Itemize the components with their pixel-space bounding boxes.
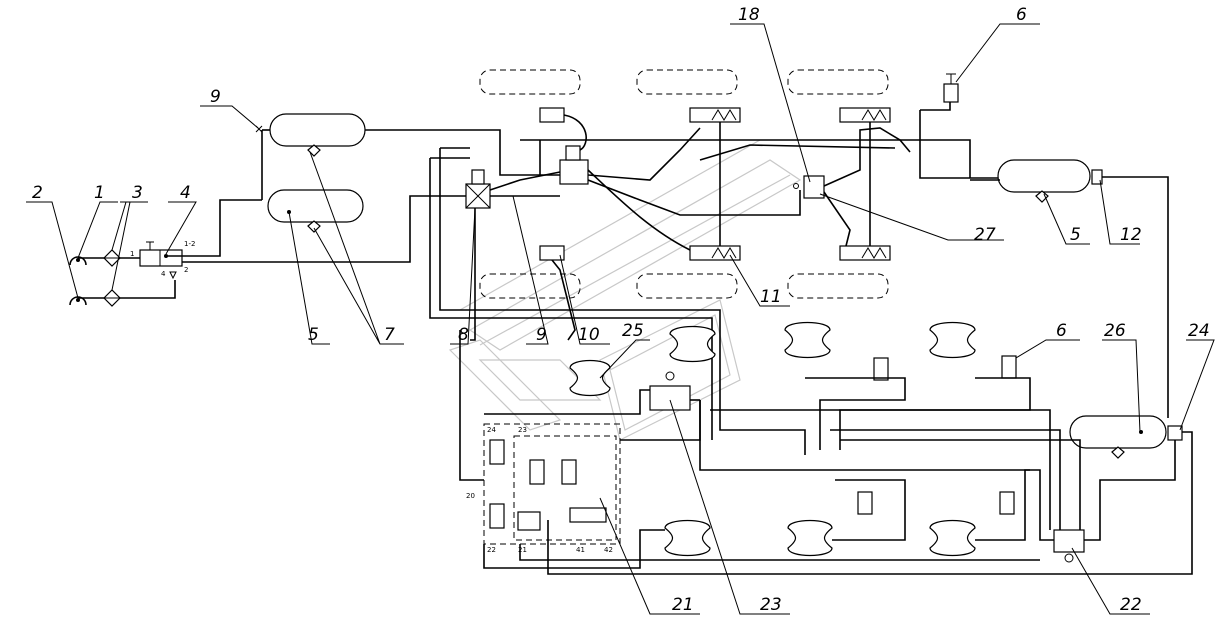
callout-9a: 9 [210,87,221,107]
callout-10: 10 [578,325,600,345]
level-valves [857,355,1017,515]
port-label: 21 [518,546,527,554]
port-label: 1-2 [184,240,195,248]
callout-7: 7 [384,325,395,345]
receiver-26 [1069,415,1167,459]
callout-12: 12 [1120,225,1142,245]
callout-11: 11 [760,287,782,307]
callout-6b: 6 [1056,321,1067,341]
callout-23: 23 [760,595,782,615]
callout-8: 8 [458,325,469,345]
callout-6a: 6 [1016,5,1027,25]
leader-lines [26,23,1215,615]
valve-6-top [943,73,959,103]
valve-24 [1167,425,1183,441]
brake-valve-8 [465,169,491,209]
port-label: 4 [161,270,166,278]
air-bellows [569,321,976,557]
port-label: 2 [184,266,188,274]
callout-24: 24 [1188,321,1210,341]
callout-4: 4 [180,183,191,203]
callout-26: 26 [1104,321,1126,341]
brake-chambers [539,107,891,261]
port-label: 1 [130,250,134,258]
callout-21: 21 [672,595,694,615]
callouts: 1 2 3 4 5 5 6 6 7 8 9 9 10 11 12 18 21 2… [32,5,1210,615]
port-label: 24 [487,426,496,434]
receiver-5-upper [269,113,366,157]
callout-5a: 5 [308,325,319,345]
valve-central [559,145,589,185]
port-label: 20 [466,492,475,500]
callout-5b: 5 [1070,225,1081,245]
filter-3b [103,289,121,307]
callout-2: 2 [32,183,43,203]
valve-block-21: 24 23 22 21 41 42 20 [466,423,621,554]
callout-18: 18 [738,5,760,25]
watermark [448,139,802,441]
receiver-5-right [997,159,1091,203]
valve-18 [793,175,825,199]
valve-4: 1-2 2 4 1 [130,240,195,280]
callout-9b: 9 [536,325,547,345]
receiver-5-lower [267,189,364,233]
port-label: 41 [576,546,585,554]
wheels-dashed [479,69,889,299]
compressor-1 [69,256,104,266]
callout-1: 1 [94,183,105,203]
compressor-2 [69,296,104,306]
valve-22 [1053,529,1085,563]
valve-23 [649,371,691,411]
callout-27: 27 [974,225,996,245]
callout-22: 22 [1120,595,1142,615]
port-label: 23 [518,426,527,434]
callout-3: 3 [132,183,143,203]
port-label: 42 [604,546,613,554]
callout-25: 25 [622,321,644,341]
port-label: 22 [487,546,496,554]
